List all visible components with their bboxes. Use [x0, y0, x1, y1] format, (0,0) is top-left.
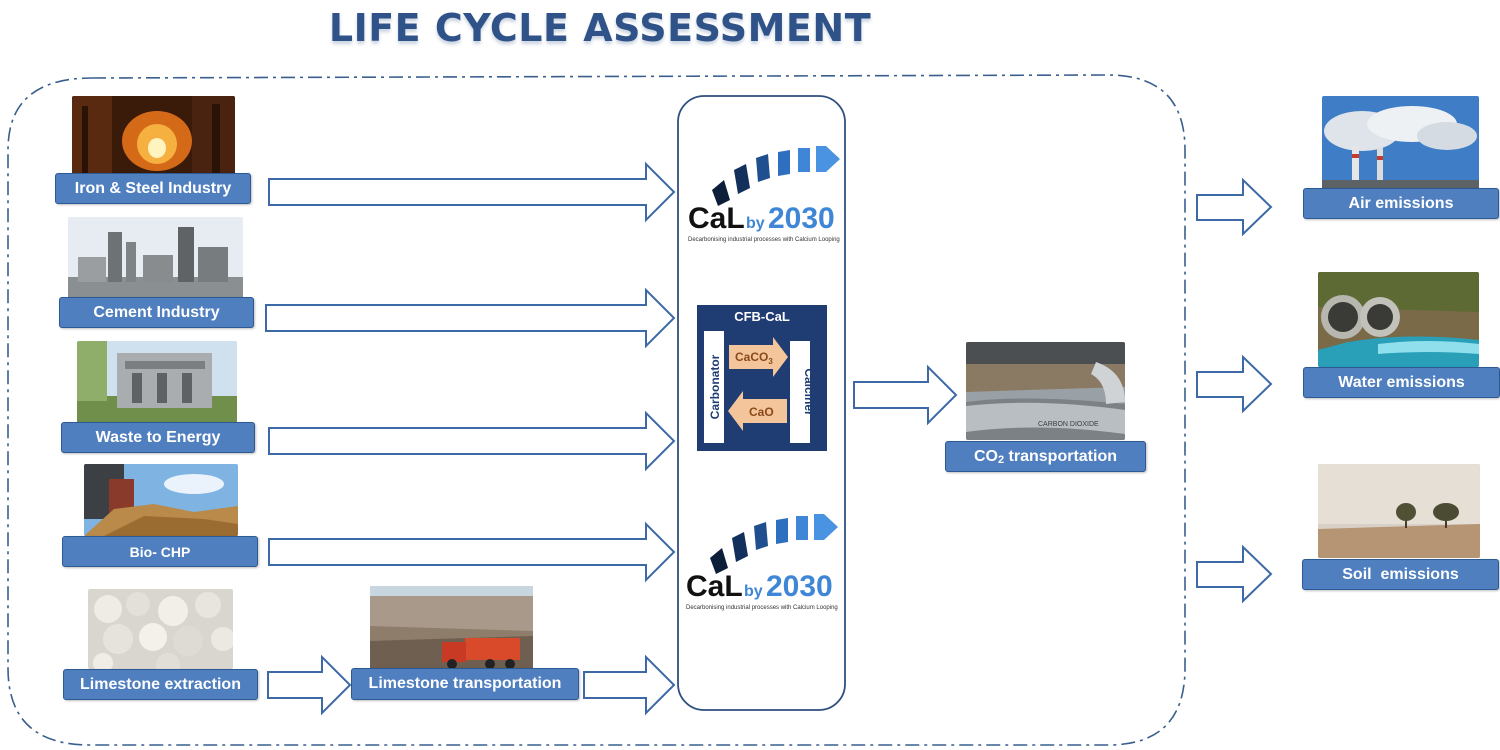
co2-label-sub: 2	[997, 453, 1005, 466]
cfb-title: CFB-CaL	[734, 309, 790, 324]
arrow-extraction-to-transport	[267, 654, 352, 716]
caco3-subscript: 3	[768, 357, 773, 366]
air-emissions-photo	[1322, 96, 1479, 190]
cao-text: CaO	[749, 405, 774, 419]
carbonator-box	[704, 331, 724, 443]
logo-text-by: by	[746, 215, 765, 232]
source-label-iron-steel: Iron & Steel Industry	[55, 173, 251, 204]
arrow-process-to-co2	[853, 364, 958, 426]
emission-label-air: Air emissions	[1303, 188, 1499, 219]
soil-emissions-photo	[1318, 464, 1480, 558]
calciner-box	[790, 341, 810, 443]
limestone-extraction-photo	[88, 589, 233, 669]
arrow-to-soil-emissions	[1196, 544, 1273, 604]
arrow-iron-steel-to-process	[268, 161, 676, 223]
emission-label-soil: Soil emissions	[1302, 559, 1499, 590]
source-label-bio-chp: Bio- CHP	[62, 536, 258, 567]
co2-pipeline-photo: CARBON DIOXIDE	[966, 342, 1125, 440]
cao-arrow	[728, 391, 787, 431]
svg-text:CaCO3: CaCO3	[735, 350, 773, 366]
waste-energy-photo	[77, 341, 237, 423]
arrow-to-air-emissions	[1196, 177, 1273, 237]
source-label-waste-energy: Waste to Energy	[61, 422, 255, 453]
iron-steel-photo	[72, 96, 235, 178]
cfb-cal-schematic: CFB-CaL Carbonator Calciner CaCO3 CaO	[697, 305, 827, 451]
logo-text-cal: CaL	[686, 570, 743, 603]
emission-label-water: Water emissions	[1303, 367, 1500, 398]
co2-label-rest: transportation	[1004, 447, 1117, 465]
limestone-transport-photo	[370, 586, 533, 669]
logo-text-by: by	[744, 583, 763, 600]
pipe-text: CARBON DIOXIDE	[1038, 421, 1099, 428]
co2-label-main: CO	[973, 447, 998, 465]
limestone-transport-label: Limestone transportation	[351, 668, 579, 700]
logo-tagline: Decarbonising industrial processes with …	[686, 605, 838, 611]
arrow-waste-to-process	[268, 410, 676, 472]
carbonator-label: Carbonator	[708, 354, 722, 419]
page-title: LIFE CYCLE ASSESSMENT	[328, 6, 872, 50]
calby2030-logo-top: CaL by 2030 Decarbonising industrial pro…	[688, 146, 840, 243]
source-label-limestone-extraction: Limestone extraction	[63, 669, 258, 700]
arrow-transport-to-process	[583, 654, 676, 716]
logo-text-year: 2030	[768, 202, 835, 235]
cement-photo	[68, 217, 243, 299]
arrow-cement-to-process	[265, 287, 676, 349]
calciner-label: Calciner	[802, 368, 816, 416]
logo-text-year: 2030	[766, 570, 833, 603]
bio-chp-photo	[84, 464, 238, 536]
source-label-cement: Cement Industry	[59, 297, 254, 328]
caco3-arrow	[729, 337, 788, 377]
arrow-to-water-emissions	[1196, 354, 1273, 414]
water-emissions-photo	[1318, 272, 1479, 367]
caco3-text: CaCO	[735, 350, 768, 364]
logo-tagline: Decarbonising industrial processes with …	[688, 237, 840, 243]
arrow-biochp-to-process	[268, 521, 676, 583]
calby2030-logo-bottom: CaL by 2030 Decarbonising industrial pro…	[686, 514, 838, 611]
logo-text-cal: CaL	[688, 202, 745, 235]
